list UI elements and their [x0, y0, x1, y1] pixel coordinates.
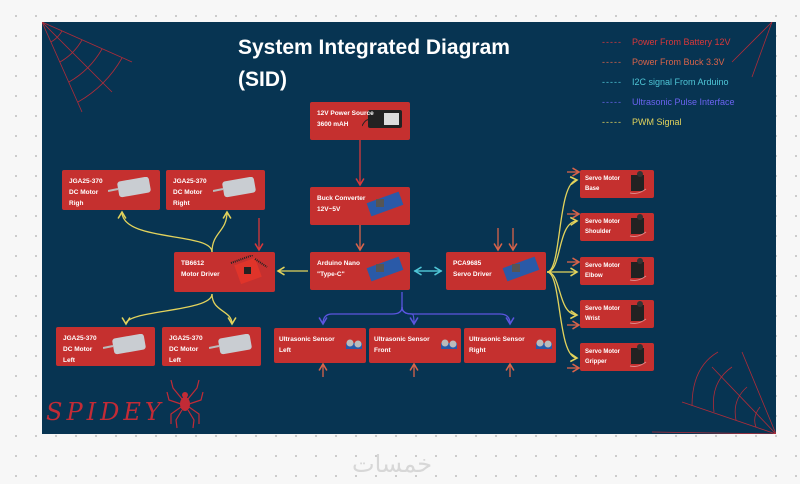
board-icon	[366, 191, 404, 221]
component-label: JGA25-370	[69, 178, 103, 185]
servo-icon	[628, 299, 648, 329]
spider-web-icon	[42, 22, 133, 113]
component-label: Gripper	[585, 359, 607, 365]
servo-icon	[628, 212, 648, 242]
pca-to-s5	[546, 271, 579, 363]
arduino-to-u1	[318, 292, 403, 326]
sensor-icon	[345, 338, 363, 354]
component-label: JGA25-370	[63, 335, 97, 342]
legend-item: -----PWM Signal	[602, 117, 682, 127]
component-label: Servo Driver	[453, 271, 492, 278]
servo-icon	[628, 169, 648, 199]
component-label: JGA25-370	[173, 178, 207, 185]
arduino-to-u3	[401, 306, 515, 326]
pca-to-s4	[546, 271, 579, 320]
component-arduino[interactable]: Arduino Nano "Type-C"	[310, 252, 410, 290]
legend-item: -----Power From Buck 3.3V	[602, 57, 725, 67]
component-label: Wrist	[585, 316, 600, 322]
component-label: TB6612	[181, 260, 205, 267]
motor-icon	[208, 333, 255, 360]
motor-icon	[212, 176, 259, 203]
component-label: Right	[469, 347, 486, 354]
component-label: Ultrasonic Sensor	[374, 336, 430, 343]
spider-web-icon	[651, 22, 776, 434]
component-label: Buck Converter	[317, 195, 366, 202]
component-label: Shoulder	[585, 229, 612, 235]
component-buck[interactable]: Buck Converter 12V~5V	[310, 187, 410, 225]
legend-item: -----Power From Battery 12V	[602, 37, 731, 47]
board-icon	[366, 256, 404, 286]
component-label: DC Motor	[69, 189, 99, 196]
tb-to-m3	[121, 293, 213, 326]
component-label: Servo Motor	[585, 306, 621, 312]
component-power[interactable]: 12V Power Source 3600 mAH	[310, 102, 410, 140]
chip-icon	[229, 254, 269, 289]
tb-to-m4	[211, 293, 237, 326]
component-label: Ultrasonic Sensor	[279, 336, 335, 343]
spidey-logo-text: SPIDEY	[46, 398, 165, 426]
spider-logo-icon	[166, 379, 204, 429]
servo-icon	[628, 256, 648, 286]
battery-icon	[361, 108, 404, 134]
component-label: DC Motor	[169, 346, 199, 353]
board-icon	[502, 256, 540, 286]
legend-item: -----Ultrasonic Pulse Interface	[602, 97, 735, 107]
component-label: PCA9685	[453, 260, 482, 267]
component-label: Front	[374, 347, 391, 354]
component-label: Left	[63, 357, 75, 364]
component-label: Servo Motor	[585, 349, 621, 355]
component-label: JGA25-370	[169, 335, 203, 342]
legend: -----Power From Battery 12V -----Power F…	[602, 32, 735, 132]
tb-to-m2	[211, 210, 232, 253]
pca-to-s2	[546, 216, 579, 273]
component-label: 12V Power Source	[317, 110, 374, 117]
component-label: DC Motor	[63, 346, 93, 353]
component-label: "Type-C"	[317, 271, 345, 278]
component-label: Left	[169, 357, 181, 364]
component-label: 12V~5V	[317, 206, 341, 213]
component-label: Righ	[69, 200, 84, 207]
component-label: Ultrasonic Sensor	[469, 336, 525, 343]
component-label: Left	[279, 347, 291, 354]
diagram-canvas: System Integrated Diagram(SID) -----Powe…	[42, 22, 776, 434]
pca-to-s1	[546, 176, 579, 273]
motor-icon	[107, 176, 154, 203]
component-label: Servo Motor	[585, 219, 621, 225]
tb-to-m1	[117, 210, 213, 253]
component-label: 3600 mAH	[317, 121, 349, 128]
sensor-icon	[440, 338, 458, 354]
component-label: Servo Motor	[585, 176, 621, 182]
component-label: Base	[585, 186, 600, 192]
component-label: Arduino Nano	[317, 260, 360, 267]
servo-icon	[628, 342, 648, 372]
motor-icon	[102, 333, 149, 360]
component-label: Motor Driver	[181, 271, 220, 278]
component-label: Right	[173, 200, 190, 207]
legend-item: -----I2C signal From Arduino	[602, 77, 729, 87]
watermark: خمسات	[352, 450, 433, 478]
connector-lines	[42, 22, 776, 434]
component-label: DC Motor	[173, 189, 203, 196]
page-title: System Integrated Diagram(SID)	[238, 36, 510, 91]
sensor-icon	[535, 338, 553, 354]
arduino-to-u2	[401, 306, 419, 326]
component-label: Elbow	[585, 273, 603, 279]
component-label: Servo Motor	[585, 263, 621, 269]
